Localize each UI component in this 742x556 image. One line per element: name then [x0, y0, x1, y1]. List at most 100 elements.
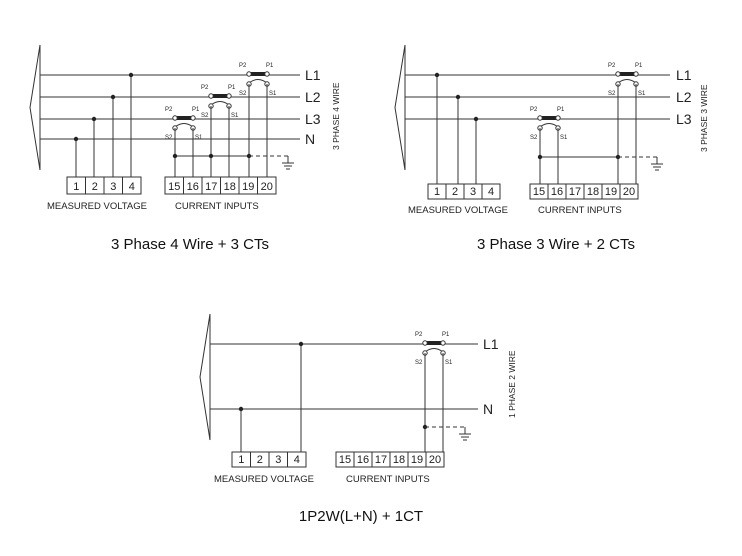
junction-dot — [298, 341, 304, 347]
current-group-label: CURRENT INPUTS — [538, 205, 622, 216]
ct-label-s2: S2 — [165, 135, 173, 141]
line-label: L2 — [305, 89, 321, 105]
ct-label-s1: S1 — [560, 135, 568, 141]
terminal-label: 15 — [339, 454, 351, 466]
terminal-label: 3 — [110, 181, 116, 193]
terminal-label: 4 — [294, 454, 300, 466]
voltage-group-label: MEASURED VOLTAGE — [214, 474, 314, 485]
ct-terminal-p2 — [208, 93, 214, 99]
terminal-label: 20 — [261, 181, 273, 193]
terminal-label: 20 — [623, 186, 635, 198]
ct-label-p1: P1 — [192, 107, 200, 113]
terminal-label: 15 — [533, 186, 545, 198]
terminal-label: 19 — [242, 181, 254, 193]
ct-label-p2: P2 — [165, 107, 173, 113]
junction-dot — [537, 154, 543, 160]
terminal-label: 1 — [434, 186, 440, 198]
junction-dot — [91, 116, 97, 122]
line-label: N — [305, 131, 315, 147]
line-label: L2 — [676, 89, 692, 105]
terminal-label: 16 — [357, 454, 369, 466]
ct-terminal-p2 — [172, 115, 178, 121]
terminal-label: 18 — [587, 186, 599, 198]
ct-winding — [210, 101, 230, 106]
voltage-group-label: MEASURED VOLTAGE — [47, 201, 147, 212]
caption: 1P2W(L+N) + 1CT — [299, 508, 423, 525]
ct-label-p2: P2 — [201, 85, 209, 91]
side-label: 3 PHASE 4 WIRE — [331, 82, 341, 150]
ct-terminal-p2 — [422, 340, 428, 346]
ct-winding — [617, 79, 637, 84]
ct-winding — [248, 79, 268, 84]
line-label: N — [483, 401, 493, 417]
junction-dot — [110, 94, 116, 100]
line-label: L1 — [483, 336, 499, 352]
ct-label-p2: P2 — [415, 332, 423, 338]
ct-terminal-p2 — [246, 71, 252, 77]
ct-terminal-p2 — [615, 71, 621, 77]
ct-label-p1: P1 — [228, 85, 236, 91]
terminal-label: 2 — [452, 186, 458, 198]
ct-label-p2: P2 — [608, 63, 616, 69]
ct-winding — [539, 123, 559, 128]
ct-core — [211, 94, 229, 98]
ct-label-p1: P1 — [557, 107, 565, 113]
terminal-label: 15 — [168, 181, 180, 193]
terminal-label: 16 — [187, 181, 199, 193]
junction-dot — [238, 406, 244, 412]
ct-label-p1: P1 — [635, 63, 643, 69]
terminal-label: 4 — [488, 186, 494, 198]
source-symbol — [29, 44, 41, 171]
caption: 3 Phase 3 Wire + 2 CTs — [477, 236, 635, 253]
ct-core — [175, 116, 193, 120]
terminal-label: 3 — [470, 186, 476, 198]
junction-dot — [73, 136, 79, 142]
ct-core — [249, 72, 267, 76]
terminal-label: 3 — [275, 454, 281, 466]
side-label: 3 PHASE 3 WIRE — [699, 84, 709, 152]
terminal-label: 17 — [375, 454, 387, 466]
terminal-label: 17 — [569, 186, 581, 198]
line-label: L3 — [676, 111, 692, 127]
ct-terminal-p1 — [633, 71, 639, 77]
terminal-label: 1 — [73, 181, 79, 193]
junction-dot — [128, 72, 134, 78]
terminal-label: 4 — [129, 181, 135, 193]
caption: 3 Phase 4 Wire + 3 CTs — [111, 236, 269, 253]
terminal-label: 19 — [605, 186, 617, 198]
ct-terminal-p1 — [555, 115, 561, 121]
ct-core — [540, 116, 558, 120]
terminal-label: 18 — [393, 454, 405, 466]
source-symbol — [199, 313, 211, 441]
ct-label-s1: S1 — [231, 113, 239, 119]
voltage-group-label: MEASURED VOLTAGE — [408, 205, 508, 216]
current-group-label: CURRENT INPUTS — [175, 201, 259, 212]
ct-label-s2: S2 — [608, 91, 616, 97]
ct-winding — [424, 348, 444, 353]
terminal-label: 16 — [551, 186, 563, 198]
junction-dot — [434, 72, 440, 78]
terminal-label: 1 — [238, 454, 244, 466]
terminal-label: 19 — [411, 454, 423, 466]
ct-label-s2: S2 — [530, 135, 538, 141]
ct-label-p1: P1 — [266, 63, 274, 69]
ct-label-s1: S1 — [445, 360, 453, 366]
line-label: L1 — [676, 67, 692, 83]
terminal-label: 20 — [429, 454, 441, 466]
ct-label-p2: P2 — [239, 63, 247, 69]
ct-label-p1: P1 — [442, 332, 450, 338]
side-label: 1 PHASE 2 WIRE — [507, 350, 517, 418]
ct-label-s1: S1 — [269, 91, 277, 97]
ct-terminal-p1 — [190, 115, 196, 121]
ct-label-s2: S2 — [201, 113, 209, 119]
ct-terminal-p1 — [226, 93, 232, 99]
ct-winding — [174, 123, 194, 128]
junction-dot — [208, 153, 214, 159]
ct-core — [618, 72, 636, 76]
junction-dot — [473, 116, 479, 122]
ct-label-s2: S2 — [239, 91, 247, 97]
ct-terminal-p1 — [440, 340, 446, 346]
ct-label-s2: S2 — [415, 360, 423, 366]
